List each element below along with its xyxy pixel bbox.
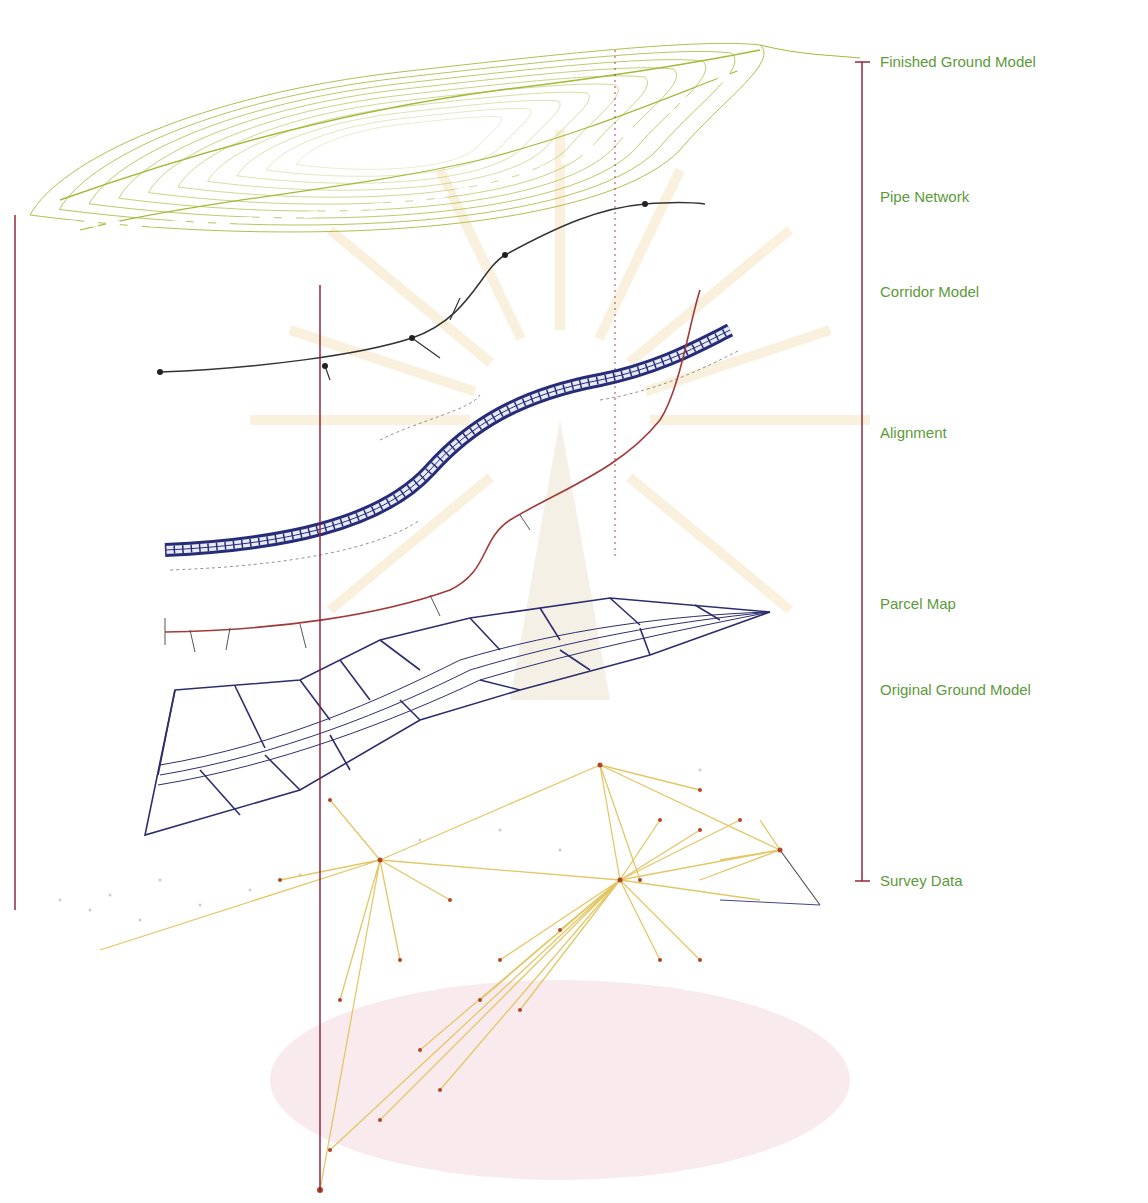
watermark-emblem (250, 130, 870, 1180)
survey-data (59, 763, 821, 1194)
layer-label: Alignment (878, 424, 949, 442)
layer-label: Survey Data (878, 872, 965, 890)
layer-label: Parcel Map (878, 595, 958, 613)
finished-ground (30, 43, 860, 232)
layer-label: Finished Ground Model (878, 53, 1038, 71)
pipe-network (157, 201, 705, 380)
layer-label: Corridor Model (878, 283, 981, 301)
layer-label: Pipe Network (878, 188, 971, 206)
parcel-map (145, 598, 770, 835)
layer-label: Original Ground Model (878, 681, 1033, 699)
guide-lines (15, 50, 870, 1192)
corridor-model (165, 330, 740, 570)
alignment (165, 290, 700, 652)
